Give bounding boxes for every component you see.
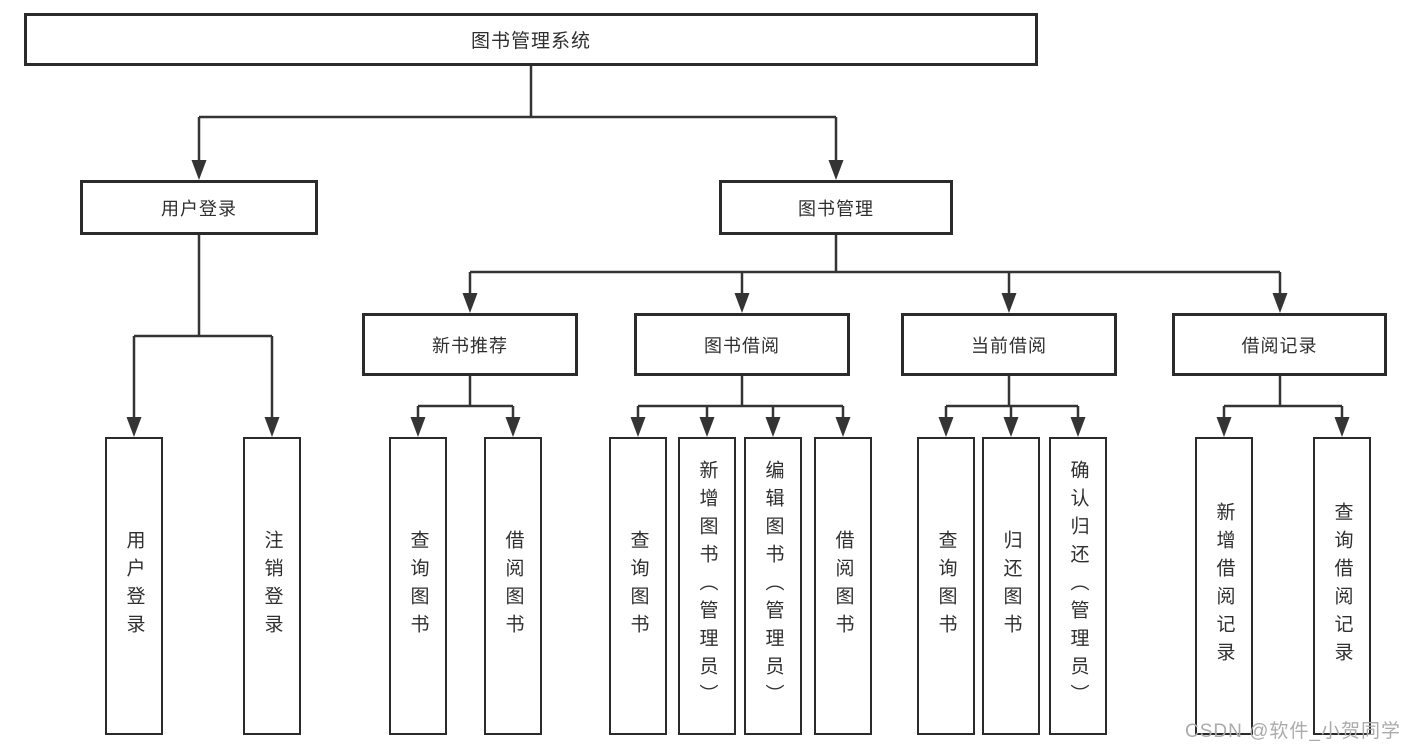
node-user-login-label: 用户登录 (161, 198, 237, 219)
node-book-management: 图书管理 (719, 180, 953, 235)
csdn-watermark: CSDN @软件_小贺同学 (1185, 721, 1401, 742)
arrowhead-icon (734, 293, 750, 313)
node-user-login: 用户登录 (80, 180, 318, 235)
arrowhead-icon (1001, 293, 1017, 313)
leaf-borrowing-borrow-books: 借阅图书 (814, 437, 872, 735)
arrowhead-icon (1334, 417, 1350, 437)
node-current-borrowing-label: 当前借阅 (971, 335, 1047, 356)
leaf-logout: 注销登录 (243, 437, 301, 735)
leaf-user-login: 用户登录 (105, 437, 163, 735)
leaf-current-query-books-label: 查询图书 (935, 530, 957, 642)
leaf-current-return-books: 归还图书 (982, 437, 1040, 735)
leaf-current-confirm-return-label: 确认归还（管理员） (1067, 460, 1089, 712)
leaf-current-query-books: 查询图书 (917, 437, 975, 735)
leaf-records-add-record-label: 新增借阅记录 (1213, 502, 1235, 670)
leaf-borrowing-query-books: 查询图书 (609, 437, 667, 735)
arrowhead-icon (462, 293, 478, 313)
leaf-logout-label: 注销登录 (261, 530, 283, 642)
leaf-user-login-label: 用户登录 (123, 530, 145, 642)
node-book-borrowing: 图书借阅 (634, 313, 850, 376)
leaf-records-add-record: 新增借阅记录 (1195, 437, 1253, 735)
arrowhead-icon (1070, 417, 1086, 437)
leaf-recommend-query-books: 查询图书 (389, 437, 447, 735)
arrowhead-icon (126, 417, 142, 437)
node-book-borrowing-label: 图书借阅 (704, 335, 780, 356)
leaf-current-confirm-return: 确认归还（管理员） (1049, 437, 1107, 735)
arrowheads (126, 160, 1350, 437)
node-new-book-recommend-label: 新书推荐 (432, 335, 508, 356)
leaf-borrowing-add-books-label: 新增图书（管理员） (696, 460, 718, 712)
leaf-borrowing-edit-books-label: 编辑图书（管理员） (762, 460, 784, 712)
node-book-management-label: 图书管理 (798, 198, 874, 219)
node-current-borrowing: 当前借阅 (901, 313, 1117, 376)
arrowhead-icon (1216, 417, 1232, 437)
leaf-borrowing-add-books: 新增图书（管理员） (678, 437, 736, 735)
arrowhead-icon (191, 160, 207, 180)
node-borrowing-records: 借阅记录 (1172, 313, 1387, 376)
arrowhead-icon (828, 160, 844, 180)
arrowhead-icon (1272, 293, 1288, 313)
leaf-recommend-borrow-books-label: 借阅图书 (502, 530, 524, 642)
leaf-current-return-books-label: 归还图书 (1000, 530, 1022, 642)
connector-edges (132, 66, 1344, 421)
arrowhead-icon (1003, 417, 1019, 437)
arrowhead-icon (699, 417, 715, 437)
arrowhead-icon (938, 417, 954, 437)
arrowhead-icon (410, 417, 426, 437)
node-root-label: 图书管理系统 (470, 31, 591, 52)
leaf-records-query-record-label: 查询借阅记录 (1331, 502, 1353, 670)
arrowhead-icon (264, 417, 280, 437)
arrowhead-icon (765, 417, 781, 437)
arrowhead-icon (505, 417, 521, 437)
leaf-recommend-borrow-books: 借阅图书 (484, 437, 542, 735)
leaf-records-query-record: 查询借阅记录 (1313, 437, 1371, 735)
arrowhead-icon (630, 417, 646, 437)
leaf-borrowing-borrow-books-label: 借阅图书 (832, 530, 854, 642)
node-root: 图书管理系统 (24, 13, 1038, 66)
leaf-borrowing-query-books-label: 查询图书 (627, 530, 649, 642)
node-borrowing-records-label: 借阅记录 (1241, 335, 1318, 356)
node-new-book-recommend: 新书推荐 (362, 313, 578, 376)
leaf-recommend-query-books-label: 查询图书 (407, 530, 429, 642)
arrowhead-icon (835, 417, 851, 437)
leaf-borrowing-edit-books: 编辑图书（管理员） (744, 437, 802, 735)
